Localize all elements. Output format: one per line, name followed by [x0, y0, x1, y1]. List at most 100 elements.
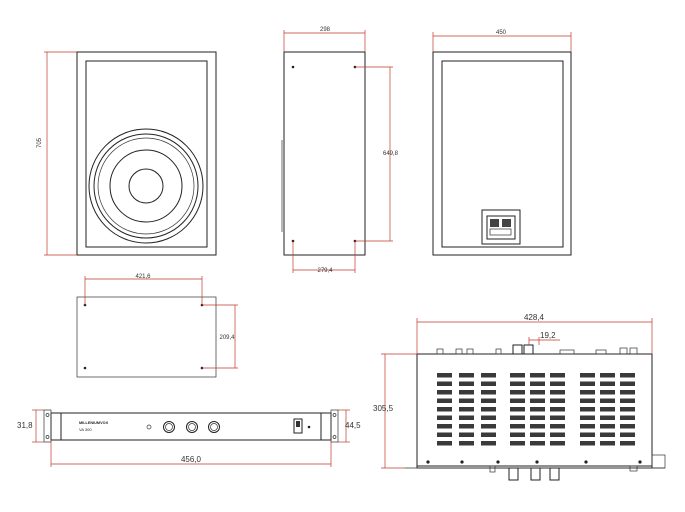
vent-slot [459, 390, 474, 395]
vent-slot [620, 407, 635, 412]
vent-slot [530, 432, 545, 437]
power-led [307, 425, 311, 429]
mount-hole [460, 460, 464, 464]
vent-slot [550, 398, 565, 403]
vent-slot [550, 415, 565, 420]
vent-slot [620, 441, 635, 446]
mount-holes [426, 460, 642, 464]
vent-slot [481, 390, 496, 395]
vent-slot [580, 407, 595, 412]
back-width-dimension: 450 [432, 30, 572, 52]
top-width-dimension: 428,4 [416, 313, 653, 354]
knob-2 [186, 421, 198, 433]
bracket-width-label: 421,6 [135, 274, 151, 280]
ventilation-slots [437, 373, 635, 446]
vent-slot [550, 432, 565, 437]
vent-slot [620, 415, 635, 420]
amp-model: VA 300 [79, 427, 92, 432]
amp-top-view: 428,4 19,2 305,5 [373, 313, 666, 481]
vent-slot [459, 398, 474, 403]
vent-slot [580, 424, 595, 429]
vent-slot [550, 441, 565, 446]
vent-slot [600, 390, 615, 395]
vent-slot [600, 441, 615, 446]
vent-slot [459, 432, 474, 437]
vent-slot [550, 373, 565, 378]
back-width-label: 450 [496, 30, 507, 36]
vent-slot [580, 381, 595, 386]
amp-top-width-label: 428,4 [524, 313, 545, 322]
speaker-front-panel [85, 60, 208, 248]
vent-slot [600, 381, 615, 386]
vent-slot [620, 390, 635, 395]
vent-slot [437, 407, 452, 412]
vent-slot [600, 398, 615, 403]
vent-slot [510, 390, 525, 395]
bracket-outline [76, 296, 217, 378]
mount-hole [496, 460, 500, 464]
vent-slot [530, 441, 545, 446]
bracket-height-label: 209,4 [219, 335, 235, 341]
vent-slot [530, 390, 545, 395]
bracket-width-dimension: 421,6 [84, 274, 203, 305]
vent-slot [437, 424, 452, 429]
vent-slot [510, 432, 525, 437]
connector-plate [481, 209, 521, 245]
vent-slot [600, 407, 615, 412]
vent-slot [437, 381, 452, 386]
amp-width-label: 456,0 [181, 455, 202, 464]
wall-bracket-view: 421,6 209,4 [76, 274, 238, 378]
vent-slot [600, 373, 615, 378]
vent-slot [481, 381, 496, 386]
vent-slot [510, 441, 525, 446]
vent-slot [580, 441, 595, 446]
vent-slot [459, 373, 474, 378]
vent-slot [459, 407, 474, 412]
amp-front-outline [50, 412, 332, 441]
speaker-back-panel [441, 60, 564, 248]
vent-slot [600, 432, 615, 437]
vent-slot [437, 441, 452, 446]
vent-slot [459, 424, 474, 429]
vent-slot [530, 373, 545, 378]
vent-slot [530, 381, 545, 386]
amp-front-panel [60, 412, 322, 441]
amp-depth-label: 305,5 [373, 404, 394, 413]
vent-slot [510, 407, 525, 412]
hole-spacing-dimension: 279,4 [292, 241, 356, 274]
rack-ear-left [43, 409, 52, 443]
vent-slot [530, 424, 545, 429]
rear-connectors [436, 344, 638, 355]
knob-3 [208, 421, 220, 433]
amp-top-offset-label: 19,2 [540, 331, 556, 340]
vent-slot [550, 424, 565, 429]
mount-hole [584, 460, 588, 464]
vent-slot [620, 398, 635, 403]
power-switch [293, 418, 303, 434]
vent-slot [580, 398, 595, 403]
vent-slot [620, 424, 635, 429]
height-dimension-705: 705 [37, 51, 77, 256]
top-depth-dimension: 305,5 [373, 353, 417, 469]
vent-slot [510, 415, 525, 420]
vent-slot [510, 398, 525, 403]
vent-slot [580, 390, 595, 395]
vent-slot [620, 432, 635, 437]
amp-brand: MILLENIUMVOX [79, 421, 109, 425]
vent-slot [510, 424, 525, 429]
vent-slot [550, 390, 565, 395]
indicator-led [146, 424, 152, 430]
vent-slot [580, 415, 595, 420]
speaker-front-outline [76, 51, 217, 256]
amp-left-height-label: 31,8 [17, 421, 33, 430]
vent-slot [530, 398, 545, 403]
vent-slot [459, 415, 474, 420]
vent-slot [550, 407, 565, 412]
left-height-dimension: 31,8 [17, 409, 44, 443]
side-width-dimension: 298 [283, 27, 366, 52]
vent-slot [437, 373, 452, 378]
vent-slot [580, 373, 595, 378]
speaker-back-outline [432, 51, 572, 256]
vent-slot [510, 381, 525, 386]
